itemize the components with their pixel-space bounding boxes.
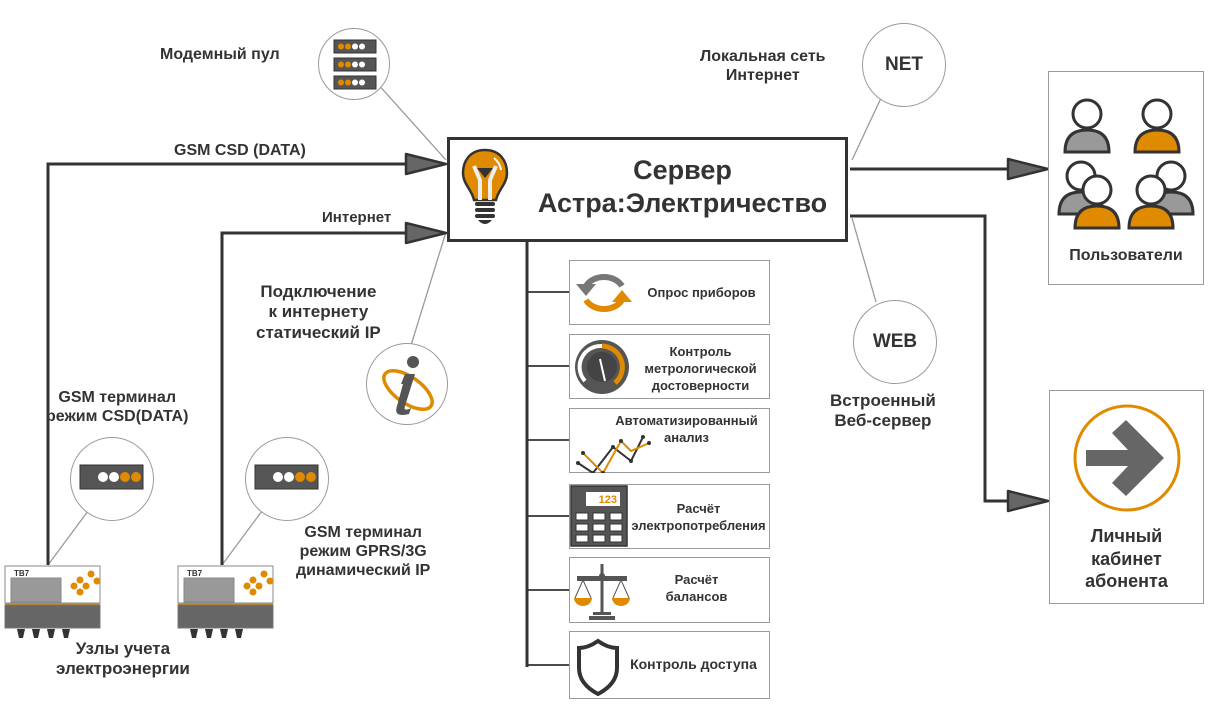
modem-pool-node (318, 28, 390, 100)
gsm-csd-link-label: GSM CSD (DATA) (174, 142, 306, 159)
energy-meter-2: ТВ7 (177, 565, 274, 646)
function-metrology-line1: Контроль (669, 344, 732, 359)
gsm-gprs-callout-line (221, 510, 263, 566)
energy-meter-icon: ТВ7 (177, 565, 274, 638)
users-group-icon (1057, 98, 1195, 230)
net-label-line2: Интернет (725, 67, 800, 85)
gsm-csd-terminal-node (70, 437, 154, 521)
meters-label: Узлы учета электроэнергии (56, 639, 190, 680)
function-balances-label: Расчёт балансов (628, 572, 765, 606)
function-consumption: 123 Расчёт электропотребления (569, 484, 770, 549)
gsm-csd-terminal-line1: GSM терминал (58, 389, 176, 406)
static-ip-line2: к интернету (268, 302, 369, 322)
static-ip-label: Подключение к интернету статический IP (256, 282, 381, 343)
meters-label-line2: электроэнергии (56, 659, 190, 679)
gsm-gprs-terminal-line1: GSM терминал (304, 524, 422, 541)
web-callout-line (851, 217, 877, 303)
cabinet-link (850, 214, 1008, 503)
function-polling-label: Опрос приборов (647, 285, 756, 300)
net-label-line1: Локальная сеть (700, 48, 826, 65)
line-chart-icon (576, 435, 651, 473)
arrowhead-gsm-csd (404, 152, 448, 176)
function-consumption-line2: электропотребления (631, 517, 766, 533)
gsm-csd-terminal-line2: режим CSD(DATA) (46, 408, 189, 426)
modem-callout-line (375, 81, 447, 161)
gsm-gprs-terminal-line2: режим GPRS/3G (299, 543, 427, 561)
meter-tag: ТВ7 (187, 569, 203, 578)
cabinet-node: Личный кабинет абонента (1049, 390, 1204, 604)
calculator-icon: 123 (570, 485, 628, 547)
lightbulb-icon (461, 148, 509, 224)
gsm-csd-terminal-label: GSM терминал режим CSD(DATA) (46, 388, 188, 426)
server-node: Сервер Астра:Электричество (447, 137, 848, 242)
cabinet-label-line3: абонента (1085, 571, 1168, 591)
net-badge: NET (885, 54, 923, 75)
arrowhead-internet (404, 221, 448, 245)
server-title-line1: Сервер (633, 155, 732, 185)
web-badge: WEB (872, 331, 918, 352)
net-label: Локальная сеть Интернет (700, 47, 826, 85)
modem-rack-icon (333, 39, 377, 90)
function-analysis-line2: анализ (663, 429, 710, 445)
cabinet-label-line2: кабинет (1091, 548, 1162, 569)
function-access-label: Контроль доступа (630, 656, 757, 672)
meters-label-line1: Узлы учета (75, 639, 171, 658)
function-metrology-label: Контроль метрологической достоверности (634, 344, 767, 395)
arrowhead-cabinet (1006, 489, 1050, 513)
web-label-line1: Встроенный (830, 391, 936, 410)
function-metrology-line2: метрологической (644, 360, 757, 376)
energy-meter-icon: ТВ7 (4, 565, 101, 638)
arrowhead-users (1006, 157, 1050, 181)
energy-meter-1: ТВ7 (4, 565, 101, 646)
scales-icon (574, 564, 630, 620)
function-analysis-line1: Автоматизированный (615, 413, 758, 428)
meter-tag: ТВ7 (14, 569, 30, 578)
cabinet-label-line1: Личный (1090, 526, 1163, 546)
gsm-csd-link (46, 162, 406, 565)
function-analysis: Автоматизированный анализ (569, 408, 770, 473)
internet-link (220, 231, 406, 565)
function-consumption-label: Расчёт электропотребления (628, 501, 769, 535)
server-title-line2: Астра:Электричество (537, 187, 828, 218)
web-node: WEB (853, 300, 937, 384)
gsm-terminal-icon (79, 464, 144, 490)
static-ip-line3: статический IP (256, 322, 381, 342)
function-polling: Опрос приборов (569, 260, 770, 325)
arrow-right-circle-icon (1073, 404, 1181, 512)
web-label-line2: Веб-сервер (834, 411, 932, 431)
gsm-csd-callout-line (47, 510, 89, 566)
modem-pool-label: Модемный пул (160, 46, 280, 63)
static-ip-node (366, 343, 448, 425)
gsm-gprs-terminal-node (245, 437, 329, 521)
server-title: Сервер Астра:Электричество (520, 154, 845, 220)
cabinet-label: Личный кабинет абонента (1050, 525, 1203, 593)
gauge-icon (575, 340, 629, 394)
staticip-callout-line (407, 231, 447, 356)
gsm-terminal-icon (254, 464, 319, 490)
gsm-gprs-terminal-label: GSM терминал режим GPRS/3G динамический … (296, 523, 430, 581)
function-access: Контроль доступа (569, 631, 770, 699)
net-node: NET (862, 23, 946, 107)
static-ip-line1: Подключение (260, 282, 377, 301)
web-label: Встроенный Веб-сервер (830, 391, 936, 432)
refresh-cycle-icon (576, 274, 632, 312)
function-metrology: Контроль метрологической достоверности (569, 334, 770, 399)
function-balances: Расчёт балансов (569, 557, 770, 623)
function-metrology-line3: достоверности (651, 377, 750, 393)
internet-link-label: Интернет (322, 209, 392, 226)
gsm-gprs-terminal-line3: динамический IP (296, 562, 431, 580)
net-callout-line (851, 95, 883, 161)
function-balances-line1: Расчёт (674, 572, 719, 587)
shield-icon (577, 638, 619, 696)
users-label: Пользователи (1069, 247, 1183, 264)
function-consumption-line1: Расчёт (676, 501, 721, 516)
function-balances-line2: балансов (665, 588, 728, 604)
calculator-display: 123 (599, 494, 617, 506)
info-icon (382, 356, 434, 415)
users-node: Пользователи (1048, 71, 1204, 285)
function-analysis-label: Автоматизированный анализ (606, 413, 767, 447)
